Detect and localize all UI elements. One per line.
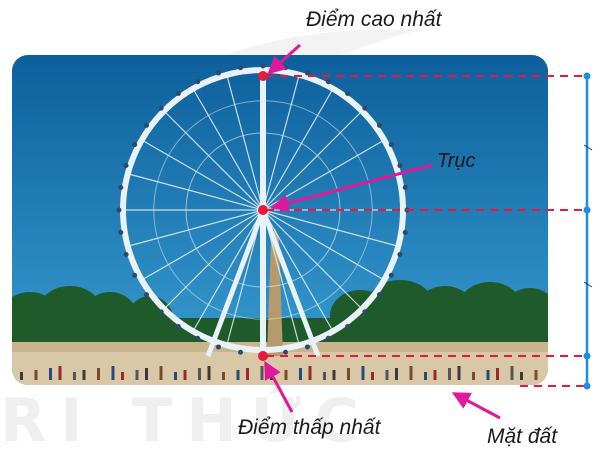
person-figure	[35, 370, 38, 380]
person-figure	[112, 366, 115, 380]
wheel-cabin	[118, 230, 123, 235]
wheel-cabin	[305, 344, 310, 349]
wheel-cabin	[377, 123, 382, 128]
wheel-cabin	[362, 309, 367, 314]
wheel-cabin	[326, 336, 331, 341]
wheel-cabin	[124, 163, 129, 168]
person-figure	[49, 368, 52, 380]
wheel-cabin	[283, 65, 288, 70]
person-figure	[174, 372, 177, 380]
person-figure	[299, 368, 302, 380]
wheel-cabin	[305, 71, 310, 76]
wheel-cabin	[238, 65, 243, 70]
top-point-label: Điểm cao nhất	[306, 8, 441, 32]
person-figure	[97, 368, 100, 380]
person-figure	[323, 372, 326, 380]
wheel-cabin	[283, 350, 288, 355]
person-figure	[362, 366, 365, 380]
person-figure	[246, 368, 249, 380]
person-figure	[520, 372, 523, 380]
person-figure	[285, 370, 288, 380]
person-figure	[333, 370, 336, 380]
wheel-cabin	[389, 142, 394, 147]
person-figure	[198, 368, 201, 380]
person-figure	[160, 366, 163, 380]
person-figure	[261, 366, 264, 380]
wheel-cabin	[159, 106, 164, 111]
photo-panel	[0, 55, 558, 388]
wheel-cabin	[132, 273, 137, 278]
wheel-cabin	[176, 91, 181, 96]
wheel-cabin	[403, 230, 408, 235]
person-figure	[487, 370, 490, 380]
person-figure	[59, 366, 62, 380]
top-point-marker	[258, 71, 268, 81]
wheel-cabin	[261, 64, 266, 69]
person-figure	[472, 372, 475, 380]
wheel-cabin	[117, 208, 122, 213]
person-figure	[496, 368, 499, 380]
ground-label: Mặt đất	[487, 425, 557, 449]
wheel-cabin	[403, 185, 408, 190]
measure-dot-top	[584, 73, 591, 80]
person-figure	[222, 372, 225, 380]
person-figure	[121, 372, 124, 380]
person-figure	[386, 370, 389, 380]
wheel-cabin	[144, 292, 149, 297]
person-figure	[347, 368, 350, 380]
wheel-cabin	[362, 106, 367, 111]
wheel-cabin	[345, 324, 350, 329]
person-figure	[237, 370, 240, 380]
measure-dot-axis	[584, 207, 591, 214]
person-figure	[145, 368, 148, 380]
wheel-cabin	[195, 79, 200, 84]
wheel-cabin	[326, 79, 331, 84]
axis-point-marker	[258, 205, 268, 215]
wheel-cabin	[195, 336, 200, 341]
person-figure	[309, 366, 312, 380]
wheel-cabin	[389, 273, 394, 278]
wheel-cabin	[345, 91, 350, 96]
wheel-cabin	[238, 350, 243, 355]
wheel-cabin	[216, 344, 221, 349]
wheel-cabin	[118, 185, 123, 190]
person-figure	[73, 372, 76, 380]
ground-arrow	[455, 394, 500, 418]
person-figure	[395, 368, 398, 380]
person-figure	[535, 370, 538, 380]
person-figure	[184, 370, 187, 380]
bottom-point-label: Điểm thấp nhất	[238, 416, 380, 440]
person-figure	[136, 370, 139, 380]
person-figure	[83, 370, 86, 380]
person-figure	[410, 366, 413, 380]
wheel-cabin	[124, 252, 129, 257]
measure-dot-bottom	[584, 353, 591, 360]
person-figure	[458, 366, 461, 380]
wheel-cabin	[377, 292, 382, 297]
measure-dot-ground	[584, 383, 591, 390]
person-figure	[448, 368, 451, 380]
wheel-cabin	[176, 324, 181, 329]
person-figure	[371, 372, 374, 380]
axis-label: Trục	[437, 150, 476, 173]
wheel-cabin	[132, 142, 137, 147]
wheel-cabin	[144, 123, 149, 128]
height-measure-line	[584, 73, 593, 390]
person-figure	[511, 366, 514, 380]
wheel-cabin	[397, 252, 402, 257]
wheel-cabin	[397, 163, 402, 168]
bottom-point-marker	[258, 351, 268, 361]
person-figure	[434, 370, 437, 380]
person-figure	[424, 372, 427, 380]
person-figure	[20, 372, 23, 380]
wheel-cabin	[159, 309, 164, 314]
wheel-cabin	[216, 71, 221, 76]
person-figure	[208, 366, 211, 380]
